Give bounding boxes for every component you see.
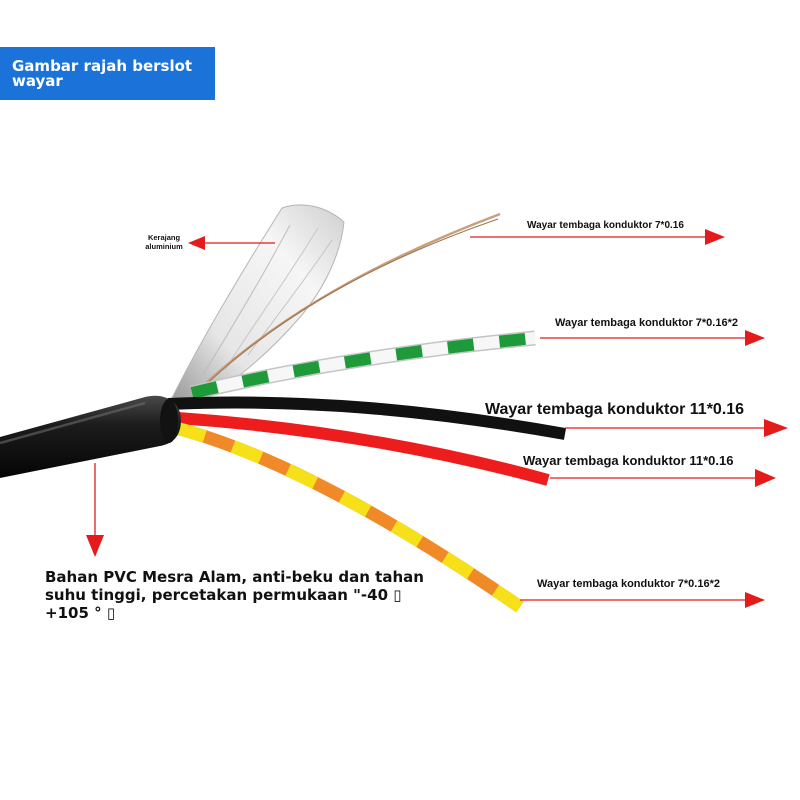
green-pair-arrow-head	[745, 330, 765, 346]
black-wire	[167, 396, 567, 440]
banner-title-line1: Gambar rajah berslot	[12, 57, 192, 75]
green-white-pair	[190, 330, 536, 401]
drain-wire-strand	[198, 218, 499, 392]
banner-title-line2: wayar	[12, 72, 63, 90]
white-wire	[190, 332, 536, 399]
green-pair-label: Wayar tembaga konduktor 7*0.16*2	[555, 317, 738, 329]
callout-arrows	[86, 229, 788, 608]
drain-wire-label: Wayar tembaga konduktor 7*0.16	[527, 220, 684, 231]
black-wire-label: Wayar tembaga konduktor 11*0.16	[485, 401, 744, 418]
foil-crinkle	[199, 224, 291, 381]
yellow-pair-arrow-head	[745, 592, 765, 608]
foil-crinkle	[224, 227, 319, 371]
foil-shape	[171, 204, 345, 401]
jacket-label-line2: suhu tinggi, percetakan permukaan "-40 ▯	[45, 586, 402, 604]
callout-labels: Kerajang aluminium Wayar tembaga kondukt…	[45, 220, 744, 622]
banner-background	[0, 47, 215, 100]
red-wire	[177, 412, 550, 486]
jacket-arrow-head	[86, 535, 104, 557]
black-wire-arrow-head	[764, 419, 788, 437]
jacket-body	[0, 395, 181, 478]
jacket-highlight	[0, 401, 146, 445]
red-wire-label: Wayar tembaga konduktor 11*0.16	[523, 453, 734, 468]
yellow-orange-pair	[174, 421, 524, 613]
jacket-label-line1: Bahan PVC Mesra Alam, anti-beku dan taha…	[45, 568, 424, 586]
cable-jacket	[0, 395, 181, 478]
foil-label-line2: aluminium	[145, 242, 183, 251]
foil-arrow-head	[188, 236, 205, 250]
jacket-label-line3: +105 ° ▯	[45, 604, 115, 622]
jacket-end-face	[160, 399, 178, 443]
drain-wire	[194, 212, 501, 394]
drain-arrow-head	[705, 229, 725, 245]
yellow-wire	[174, 421, 524, 613]
red-wire-arrow-head	[755, 469, 776, 487]
title-banner: Gambar rajah berslot wayar	[0, 47, 215, 100]
foil-label-line1: Kerajang	[148, 233, 181, 242]
yellow-pair-label: Wayar tembaga konduktor 7*0.16*2	[537, 578, 720, 590]
